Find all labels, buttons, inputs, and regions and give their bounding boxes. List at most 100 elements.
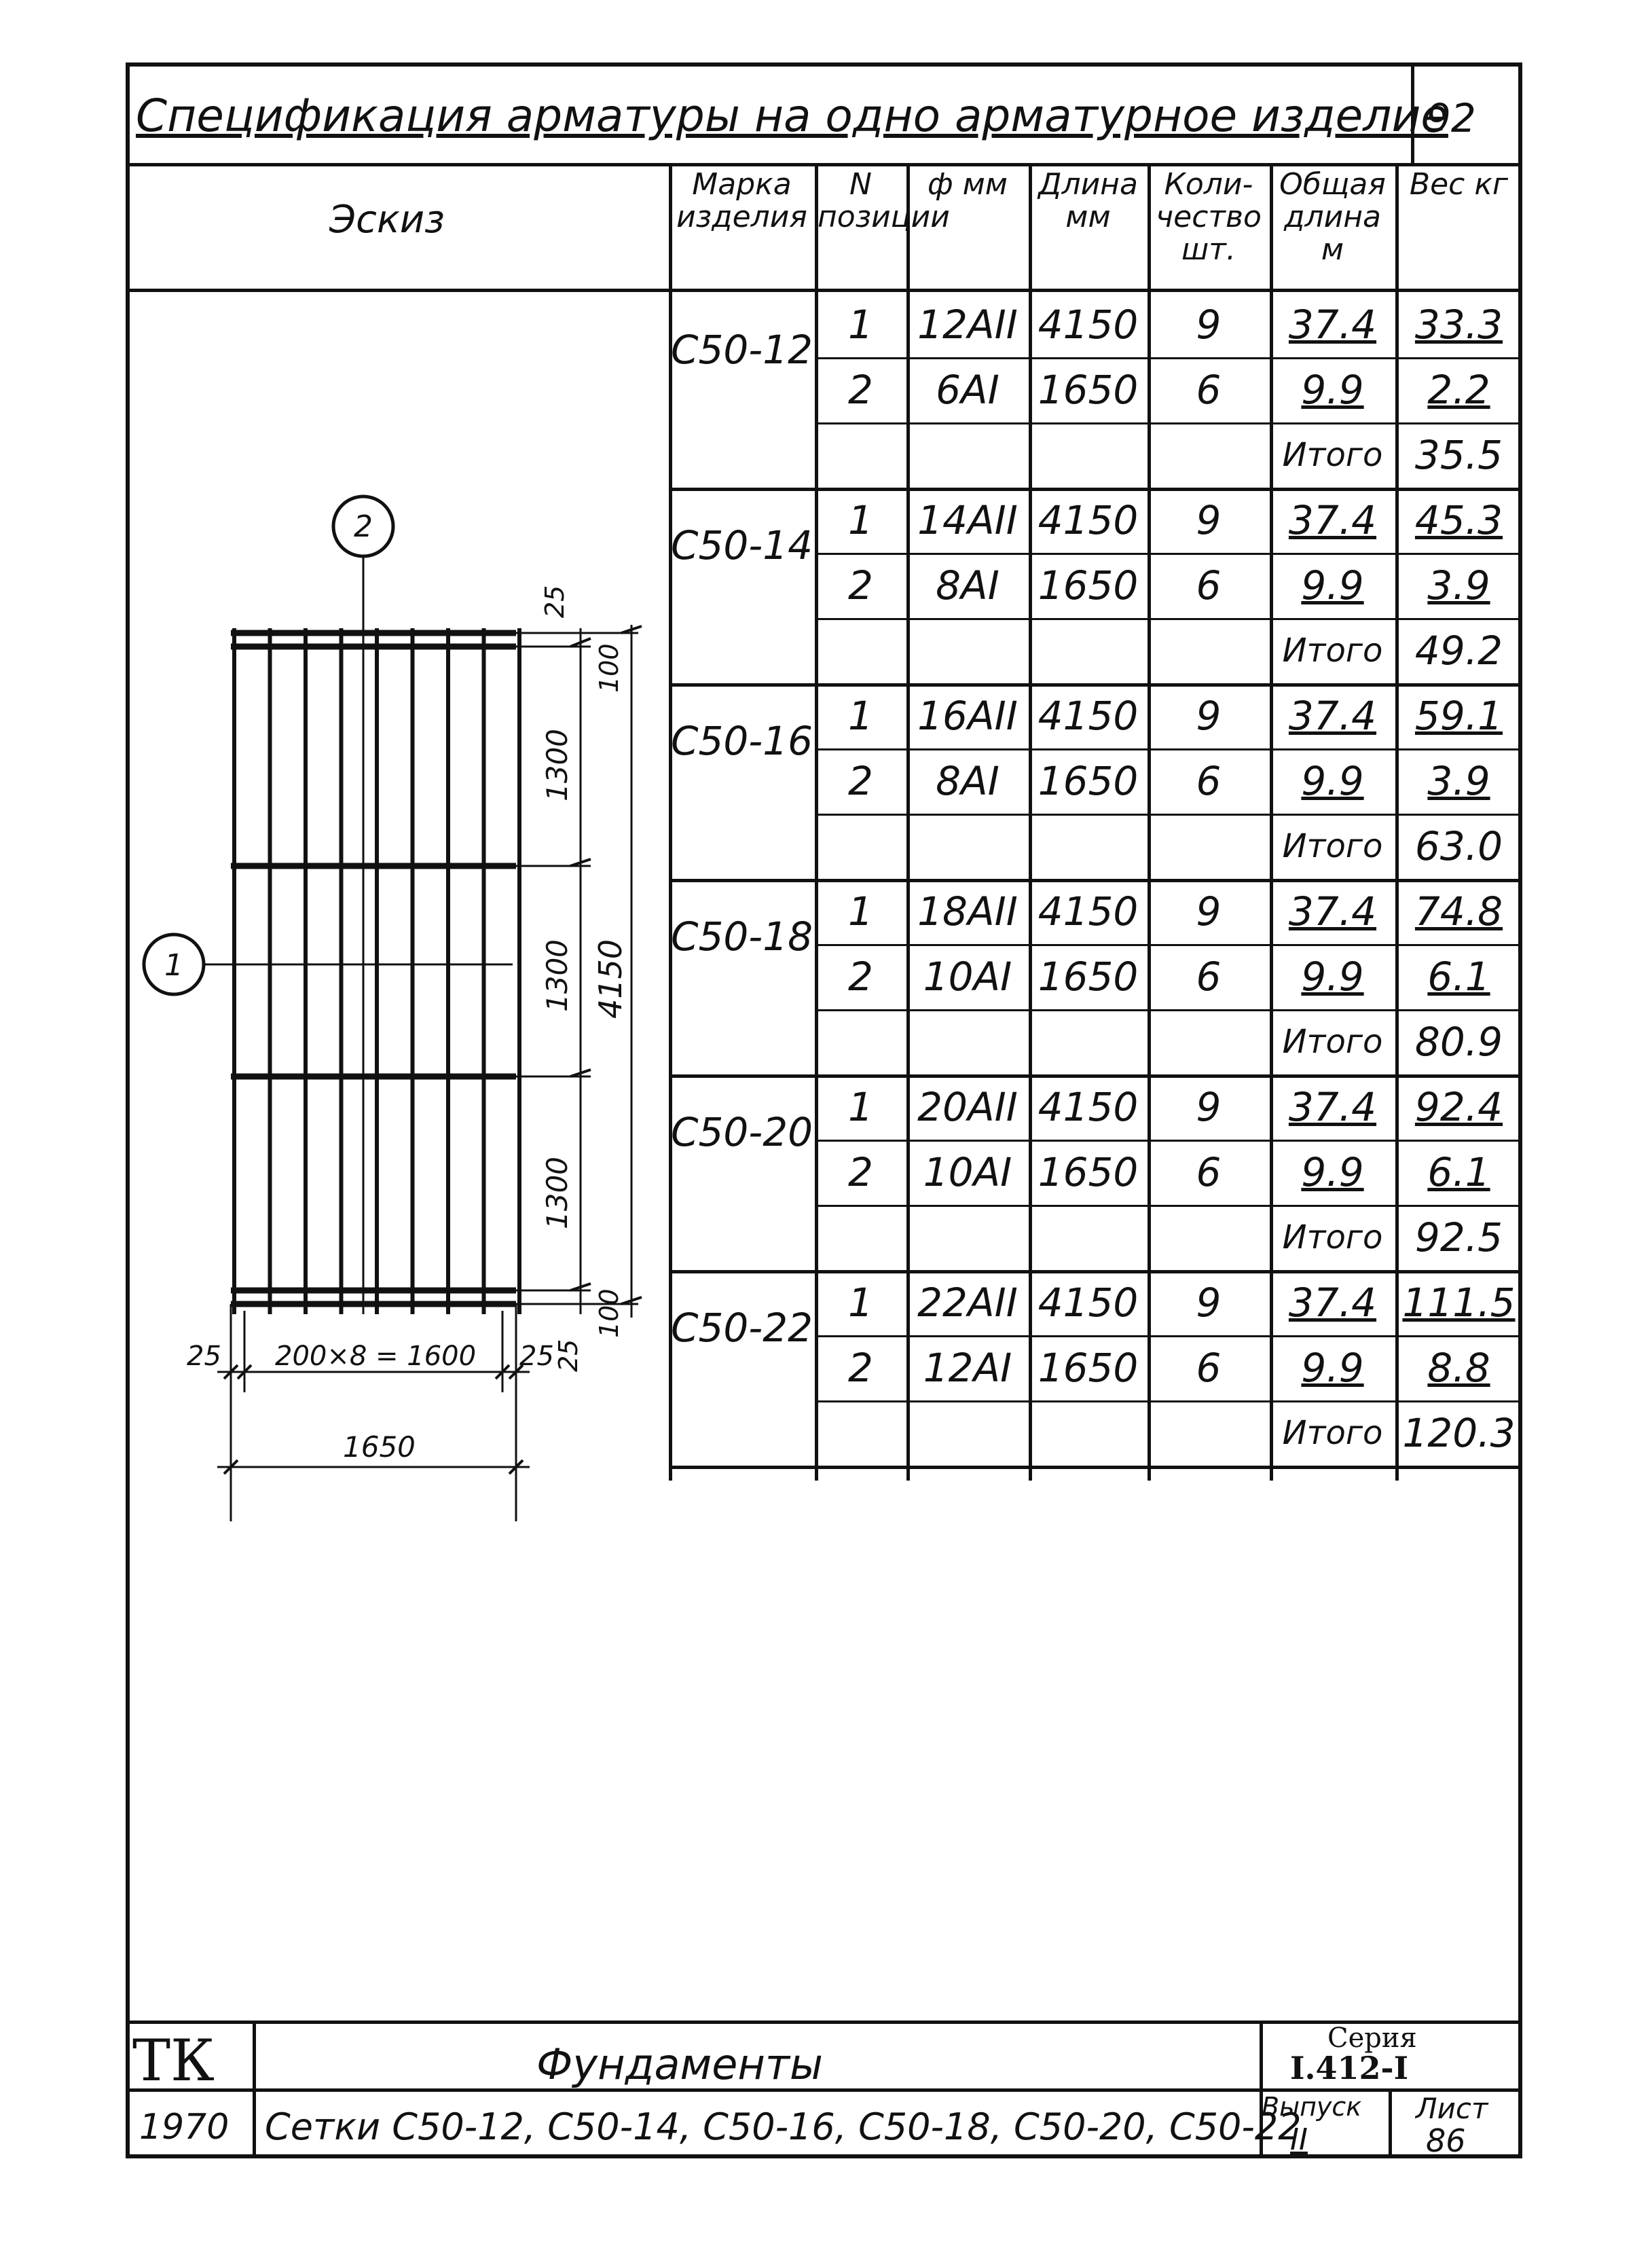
dim-100-bottom: 100: [594, 1288, 624, 1338]
cell-qty: 9: [1196, 1280, 1222, 1326]
cell-qty: 6: [1196, 562, 1222, 609]
group-line: [669, 488, 1522, 491]
title-block-v2: [1260, 2021, 1263, 2158]
cell-pos: 2: [848, 367, 873, 413]
series-label: Серия: [1327, 2023, 1417, 2054]
cell-total-len: 9.9: [1301, 367, 1364, 413]
title-block-mid: [126, 2088, 1522, 2092]
row-line: [815, 553, 1522, 555]
cell-pos: 1: [848, 693, 873, 739]
cell-weight: 6.1: [1427, 954, 1490, 1000]
cell-weight: 6.1: [1427, 1149, 1490, 1195]
cell-total-len: 9.9: [1301, 562, 1364, 609]
callout-2-label: 2: [354, 509, 373, 544]
dim-1300-b: 1300: [540, 939, 574, 1012]
title-block-v3: [1389, 2088, 1392, 2158]
cell-length: 4150: [1038, 693, 1139, 739]
row-line: [815, 748, 1522, 750]
issue-label: Выпуск: [1262, 2092, 1362, 2122]
code-label: ТК: [132, 2027, 215, 2094]
row-line: [815, 1400, 1522, 1402]
cell-weight: 3.9: [1427, 758, 1490, 804]
cell-dia: 12АI: [923, 1345, 1012, 1391]
cell-total-len: 37.4: [1288, 1280, 1377, 1326]
table-col-line: [1270, 163, 1273, 1481]
col-total-len-header: Общая длина м: [1279, 167, 1386, 267]
cell-qty: 6: [1196, 758, 1222, 804]
series-value: I.412-I: [1290, 2050, 1409, 2086]
cell-total-len: 9.9: [1301, 1345, 1364, 1391]
cell-dia: 18АII: [917, 888, 1018, 935]
column-header-bottom-line: [126, 289, 1522, 292]
cell-pos: 1: [848, 1084, 873, 1130]
table-col-line: [1148, 163, 1151, 1481]
col-sketch-header: Эскиз: [329, 198, 445, 242]
row-line: [815, 814, 1522, 816]
cell-total-len: 37.4: [1288, 497, 1377, 543]
callout-2-circle: [331, 494, 395, 558]
group-line: [669, 1466, 1522, 1469]
col-weight-header: Вес кг: [1409, 167, 1509, 202]
total-weight: 92.5: [1414, 1214, 1503, 1261]
row-line: [815, 618, 1522, 620]
dim-25-top: 25: [540, 585, 570, 618]
dim-spacing: 200×8 = 1600: [275, 1341, 476, 1372]
cell-length: 1650: [1038, 1149, 1139, 1195]
cell-dia: 6АI: [936, 367, 999, 413]
block-name: Фундаменты: [536, 2040, 823, 2089]
total-weight: 49.2: [1414, 628, 1503, 674]
cell-dia: 10АI: [923, 1149, 1012, 1195]
cell-length: 1650: [1038, 758, 1139, 804]
header-divider: [1411, 62, 1414, 164]
cell-qty: 6: [1196, 367, 1222, 413]
issue-value: II: [1290, 2122, 1308, 2157]
cell-dia: 14АII: [917, 497, 1018, 543]
cell-weight: 3.9: [1427, 562, 1490, 609]
total-weight: 120.3: [1402, 1410, 1516, 1456]
group-line: [669, 683, 1522, 687]
cell-dia: 12АII: [917, 302, 1018, 348]
group-line: [669, 879, 1522, 882]
cell-length: 1650: [1038, 954, 1139, 1000]
cell-total-len: 37.4: [1288, 1084, 1377, 1130]
total-label: Итого: [1282, 1414, 1383, 1452]
cell-pos: 1: [848, 1280, 873, 1326]
dim-25-right: 25: [519, 1341, 554, 1372]
group-line: [669, 1074, 1522, 1078]
total-weight: 35.5: [1414, 432, 1503, 478]
cell-total-len: 9.9: [1301, 1149, 1364, 1195]
title-block-top: [126, 2021, 1522, 2024]
total-label: Итого: [1282, 436, 1383, 474]
dim-1650: 1650: [343, 1430, 416, 1464]
col-qty-header: Коли- чество шт.: [1156, 167, 1262, 267]
cell-length: 1650: [1038, 367, 1139, 413]
cell-pos: 2: [848, 954, 873, 1000]
dim-4150: 4150: [592, 939, 629, 1019]
row-line: [815, 1140, 1522, 1142]
callout-1-circle: [142, 932, 206, 996]
cell-pos: 2: [848, 1149, 873, 1195]
row-line: [815, 1335, 1522, 1337]
cell-length: 1650: [1038, 1345, 1139, 1391]
product-mark: С50-16: [670, 718, 813, 764]
cell-length: 4150: [1038, 497, 1139, 543]
dim-1300-a: 1300: [540, 729, 574, 801]
cell-length: 4150: [1038, 1280, 1139, 1326]
total-weight: 80.9: [1414, 1019, 1503, 1065]
table-col-line: [906, 163, 910, 1481]
group-line: [669, 1270, 1522, 1273]
col-length-header: Длина мм: [1038, 167, 1138, 234]
cell-weight: 59.1: [1414, 693, 1503, 739]
cell-pos: 1: [848, 302, 873, 348]
dim-25-bottom: 25: [553, 1339, 583, 1372]
cell-pos: 1: [848, 497, 873, 543]
title-block-v1: [253, 2021, 256, 2158]
cell-total-len: 9.9: [1301, 758, 1364, 804]
cell-length: 1650: [1038, 562, 1139, 609]
cell-pos: 2: [848, 1345, 873, 1391]
cell-weight: 74.8: [1414, 888, 1503, 935]
cell-dia: 10АI: [923, 954, 1012, 1000]
table-col-line: [669, 163, 672, 1481]
table-col-line: [1029, 163, 1032, 1481]
cell-length: 4150: [1038, 302, 1139, 348]
